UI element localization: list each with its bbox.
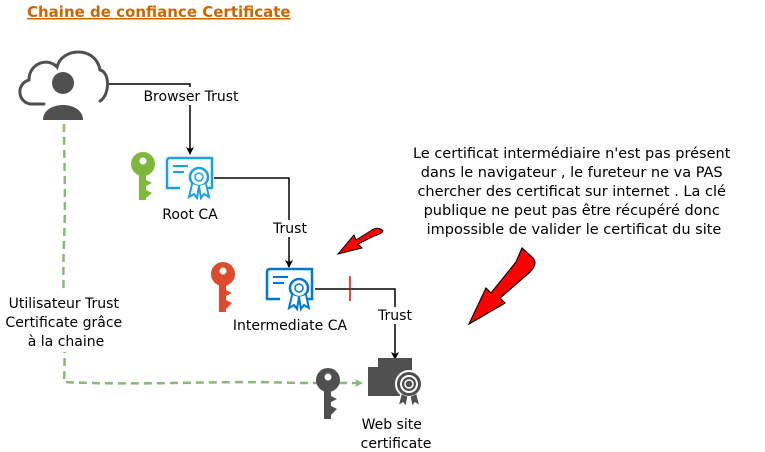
user-trust-label-bg xyxy=(0,292,132,352)
website-certificate-document-icon xyxy=(368,358,423,409)
website-key-icon xyxy=(316,368,340,419)
trust-root-to-intermediate-edge xyxy=(214,177,293,268)
intermediate-ca-label: Intermediate CA xyxy=(233,318,348,334)
small-red-arrow-icon xyxy=(336,227,384,255)
root-ca-label: Root CA xyxy=(162,207,218,223)
browser-trust-edge xyxy=(108,83,194,155)
website-certificate-label: Web site certificate xyxy=(361,417,432,452)
trust-root-to-intermediate-label: Trust xyxy=(272,221,307,237)
browser-trust-label: Browser Trust xyxy=(143,89,239,105)
diagram-title: Chaine de confiance Certificate xyxy=(27,3,291,21)
user-trust-label: Utilisateur Trust Certificate grâce à la… xyxy=(5,296,126,350)
cloud-user-icon xyxy=(18,50,109,120)
intermediate-ca-certificate-icon xyxy=(265,267,314,312)
intermediate-key-icon xyxy=(211,262,235,312)
root-ca-certificate-icon xyxy=(165,156,214,201)
trust-root-label-bg xyxy=(270,220,310,237)
browser-trust-label-bg xyxy=(136,87,246,105)
annotation-note: Le certificat intermédiaire n'est pas pr… xyxy=(413,146,735,238)
trust-website-label-bg xyxy=(375,307,417,324)
big-red-arrow-icon xyxy=(467,246,536,326)
trust-intermediate-to-website-label: Trust xyxy=(377,308,412,324)
root-key-icon xyxy=(131,152,155,200)
trust-intermediate-to-website-edge xyxy=(315,288,399,360)
